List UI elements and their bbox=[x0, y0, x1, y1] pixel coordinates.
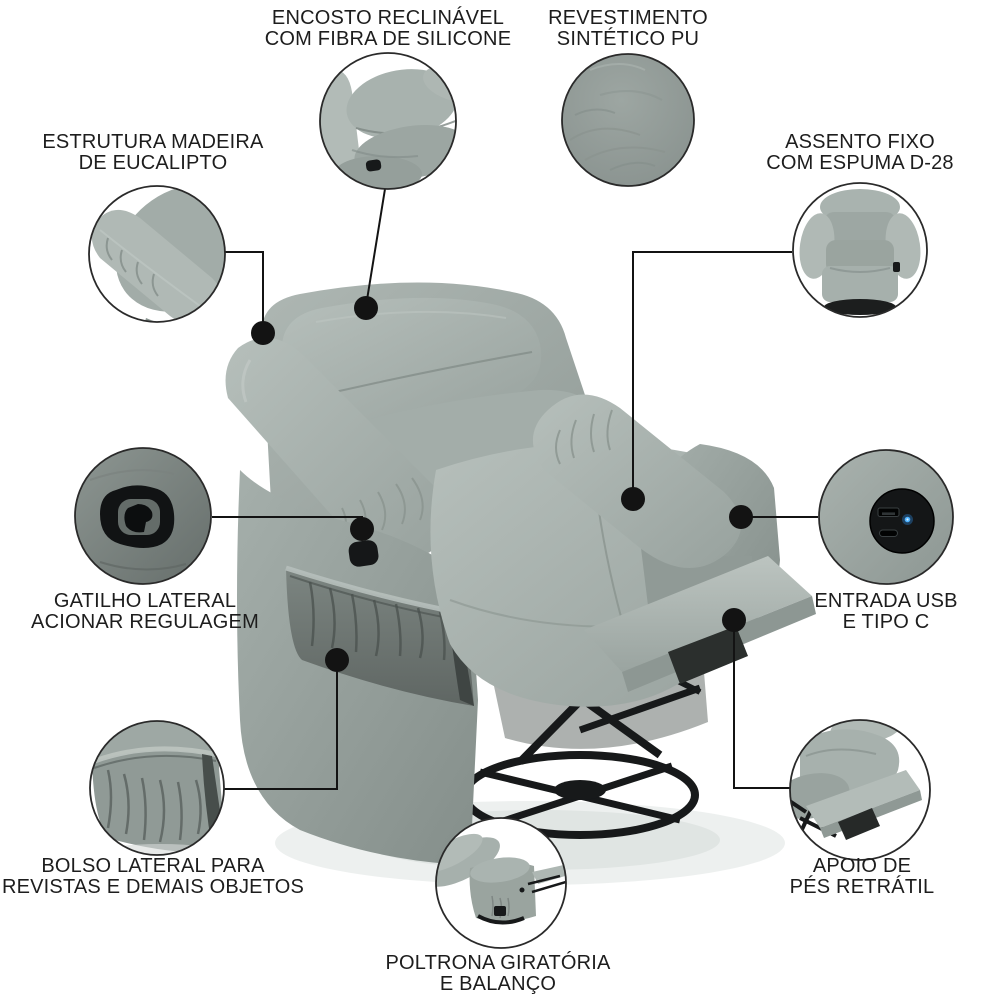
connector-apoio bbox=[733, 622, 792, 789]
release-trigger bbox=[348, 540, 379, 567]
recliner-chair bbox=[225, 282, 816, 885]
callout-label-assento: ASSENTO FIXO COM ESPUMA D-28 bbox=[710, 132, 1000, 174]
left-armrest bbox=[225, 337, 449, 561]
dot-usb bbox=[729, 505, 753, 529]
usb-a-slot bbox=[877, 507, 900, 517]
headrest-pillow bbox=[281, 297, 542, 431]
label-line: APOIO DE bbox=[812, 855, 912, 877]
detail-circle-apoio bbox=[789, 719, 931, 861]
label-line: ENTRADA USB bbox=[814, 590, 958, 612]
detail-circle-giratoria bbox=[435, 817, 567, 949]
label-line: SINTÉTICO PU bbox=[556, 28, 700, 50]
dot-apoio bbox=[722, 608, 746, 632]
label-line: COM ESPUMA D-28 bbox=[766, 152, 954, 174]
label-line: ASSENTO FIXO bbox=[785, 131, 935, 153]
connector-assento bbox=[632, 251, 792, 497]
callout-label-encosto: ENCOSTO RECLINÁVEL COM FIBRA DE SILICONE bbox=[238, 8, 538, 50]
label-line: POLTRONA GIRATÓRIA bbox=[385, 952, 611, 974]
dot-encosto bbox=[354, 296, 378, 320]
detail-circle-bolso bbox=[89, 720, 225, 856]
dot-estrutura bbox=[251, 321, 275, 345]
label-line: COM FIBRA DE SILICONE bbox=[264, 28, 512, 50]
label-line: REVISTAS E DEMAIS OBJETOS bbox=[1, 876, 305, 898]
label-line: ACIONAR REGULAGEM bbox=[31, 611, 259, 633]
label-line: GATILHO LATERAL bbox=[53, 590, 237, 612]
dot-bolso bbox=[325, 648, 349, 672]
callout-label-usb: ENTRADA USB E TIPO C bbox=[736, 591, 1000, 633]
label-line: REVESTIMENTO bbox=[548, 7, 708, 29]
callout-label-giratoria: POLTRONA GIRATÓRIA E BALANÇO bbox=[348, 953, 648, 995]
label-line: E TIPO C bbox=[842, 611, 930, 633]
label-line: PÉS RETRÁTIL bbox=[789, 876, 935, 898]
footrest bbox=[584, 556, 816, 692]
connector-bolso bbox=[224, 662, 338, 790]
detail-circle-revestimento bbox=[561, 53, 695, 187]
dot-gatilho bbox=[350, 517, 374, 541]
callout-label-apoio: APOIO DE PÉS RETRÁTIL bbox=[712, 856, 1000, 898]
usb-c-slot bbox=[879, 529, 898, 537]
connector-estrutura bbox=[223, 251, 264, 331]
callout-label-estrutura: ESTRUTURA MADEIRA DE EUCALIPTO bbox=[3, 132, 303, 174]
label-line: ESTRUTURA MADEIRA bbox=[42, 131, 264, 153]
detail-circle-estrutura bbox=[88, 185, 226, 323]
label-line: ENCOSTO RECLINÁVEL bbox=[271, 7, 505, 29]
callout-label-revestimento: REVESTIMENTO SINTÉTICO PU bbox=[478, 8, 778, 50]
connector-encosto bbox=[365, 188, 386, 307]
label-line: DE EUCALIPTO bbox=[78, 152, 228, 174]
detail-circle-encosto bbox=[319, 52, 457, 190]
label-line: E BALANÇO bbox=[439, 973, 557, 995]
dot-assento bbox=[621, 487, 645, 511]
detail-circle-usb bbox=[818, 449, 954, 585]
callout-dots bbox=[251, 296, 753, 672]
detail-circle-gatilho bbox=[74, 447, 212, 585]
callout-label-gatilho: GATILHO LATERAL ACIONAR REGULAGEM bbox=[0, 591, 290, 633]
callout-label-bolso: BOLSO LATERAL PARA REVISTAS E DEMAIS OBJ… bbox=[0, 856, 306, 898]
detail-circle-assento bbox=[792, 182, 928, 318]
right-armrest bbox=[532, 394, 742, 569]
label-line: BOLSO LATERAL PARA bbox=[41, 855, 265, 877]
